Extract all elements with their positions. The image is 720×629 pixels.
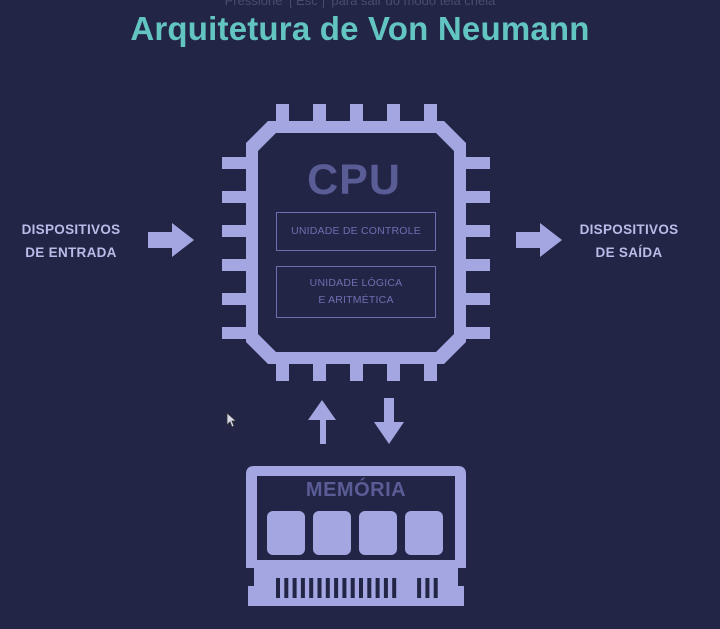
memory-pin [292, 578, 297, 598]
esc-key-hint: Esc [290, 0, 324, 8]
control-unit-box: UNIDADE DE CONTROLE [276, 212, 436, 251]
cpu-pin-bottom [387, 361, 400, 381]
cpu-pin-right [463, 191, 490, 203]
memory-pin [317, 578, 322, 598]
memory-chip [405, 511, 443, 555]
memory-chip [359, 511, 397, 555]
cpu-pin-top [350, 104, 363, 124]
cpu-pin-right [463, 225, 490, 237]
memory-pin [350, 578, 355, 598]
cpu-pin-top [387, 104, 400, 124]
output-devices-label: DISPOSITIVOS DE SAÍDA [564, 218, 694, 264]
control-unit-label: UNIDADE DE CONTROLE [291, 225, 421, 237]
cpu-pin-left [222, 191, 249, 203]
cpu-pin-right [463, 327, 490, 339]
memory-module-icon [246, 466, 466, 606]
memory-pin [367, 578, 372, 598]
cpu-pin-bottom [276, 361, 289, 381]
cpu-label: CPU [307, 156, 401, 204]
cpu-pin-left [222, 225, 249, 237]
memory-pin [392, 578, 397, 598]
cpu-pin-top [424, 104, 437, 124]
output-devices-line2: DE SAÍDA [595, 245, 663, 260]
cpu-pin-bottom [424, 361, 437, 381]
memory-pin [433, 578, 438, 598]
memory-label: MEMÓRIA [305, 479, 407, 501]
cpu-pin-left [222, 327, 249, 339]
memory-chip [267, 511, 305, 555]
arrow-down-icon [374, 398, 404, 444]
arrow-up-icon [308, 400, 336, 444]
arrow-right-icon [516, 223, 562, 257]
memory-pin [425, 578, 430, 598]
memory-pin [276, 578, 280, 598]
cpu-pin-bottom [350, 361, 363, 381]
hint-text-before: Pressione [224, 0, 283, 8]
arrow-right-icon [148, 223, 194, 257]
input-devices-line1: DISPOSITIVOS [21, 222, 121, 237]
memory-pin [300, 578, 305, 598]
cpu-pin-left [222, 259, 249, 271]
cpu-pin-top [313, 104, 326, 124]
cpu-pin-right [463, 259, 490, 271]
memory-pin [417, 578, 422, 598]
memory-pin [359, 578, 363, 598]
memory-pin [325, 578, 330, 598]
cpu-pin-left [222, 293, 249, 305]
memory-pin [383, 578, 388, 598]
cpu-chip-icon [222, 104, 490, 381]
input-devices-line2: DE ENTRADA [25, 245, 117, 260]
memory-pin [309, 578, 314, 598]
memory-pin [284, 578, 289, 598]
cpu-pin-right [463, 293, 490, 305]
cpu-pin-top [276, 104, 289, 124]
cpu-pin-left [222, 157, 249, 169]
input-devices-label: DISPOSITIVOS DE ENTRADA [6, 218, 136, 264]
output-devices-line1: DISPOSITIVOS [579, 222, 679, 237]
slide-title: Arquitetura de Von Neumann [130, 10, 590, 47]
mouse-cursor-icon [226, 412, 238, 428]
memory-pin [375, 578, 380, 598]
cpu-pin-bottom [313, 361, 326, 381]
hint-text-after: para sair do modo tela cheia [331, 0, 496, 8]
cpu-pin-right [463, 157, 490, 169]
alu-label-line2: E ARITMÉTICA [318, 294, 394, 306]
alu-label-line1: UNIDADE LÓGICA [309, 277, 403, 289]
alu-box: UNIDADE LÓGICA E ARITMÉTICA [276, 266, 436, 318]
memory-chip [313, 511, 351, 555]
fullscreen-hint: Pressione Esc para sair do modo tela che… [0, 0, 720, 8]
memory-pin [334, 578, 339, 598]
memory-pin [342, 578, 347, 598]
